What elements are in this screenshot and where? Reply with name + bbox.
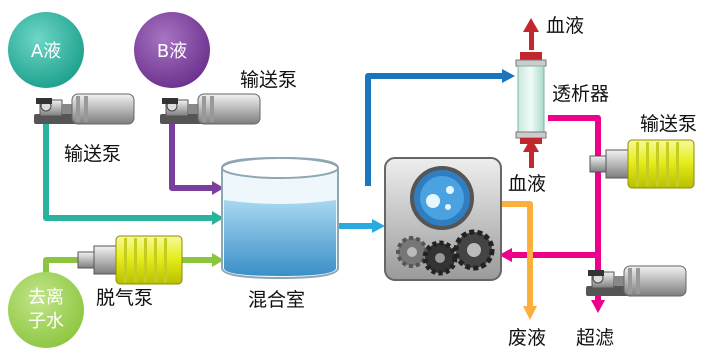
mix-out-arrow — [372, 219, 385, 233]
pump-b-label: 输送泵 — [240, 69, 297, 91]
from-dialyzer-arrow — [499, 248, 512, 262]
mixing-chamber-label: 混合室 — [248, 289, 305, 311]
dialysis-machine-icon — [384, 157, 502, 281]
b-liquid-label: B液 — [157, 41, 187, 62]
waste-liquid-label: 废液 — [508, 327, 546, 349]
from-dialyzer-line — [512, 115, 601, 300]
dialyzer-label: 透析器 — [552, 83, 609, 105]
degas-pump-label: 脱气泵 — [96, 287, 153, 309]
waste-line — [502, 201, 533, 308]
ultrafiltration-arrow — [591, 300, 605, 313]
pump-b-icon — [160, 93, 261, 125]
pump-a-label: 输送泵 — [64, 143, 121, 165]
pump-a-icon — [34, 93, 135, 125]
a-line-arrow — [212, 211, 224, 225]
b-line-arrow — [212, 181, 224, 195]
to-dialyzer-arrow — [502, 69, 515, 83]
b-liquid-source: B液 — [134, 12, 210, 88]
a-liquid-line — [43, 100, 212, 221]
right-pump-icon — [589, 139, 695, 189]
blood-in-label: 血液 — [508, 173, 546, 195]
ultrafiltration-pump-icon — [586, 265, 687, 297]
pump-right-label: 输送泵 — [640, 113, 697, 135]
a-liquid-source: A液 — [8, 12, 84, 88]
blood-in-arrow — [523, 138, 539, 168]
deionized-water-source: 去离 子水 — [8, 272, 84, 348]
deionized-water-label-line1: 去离 — [28, 287, 64, 308]
waste-arrow — [523, 306, 537, 320]
deionized-water-label-line2: 子水 — [28, 311, 64, 332]
water-line-arrow — [212, 253, 224, 267]
a-liquid-label: A液 — [31, 41, 61, 62]
degas-pump-icon — [77, 235, 183, 285]
mixing-chamber-icon — [221, 156, 339, 280]
blood-out-label: 血液 — [546, 15, 584, 37]
dialyzer-icon — [515, 52, 547, 144]
ultrafiltration-label: 超滤 — [576, 327, 614, 349]
blood-out-arrow — [523, 18, 539, 50]
to-dialyzer-line — [365, 73, 502, 186]
b-liquid-line — [169, 100, 212, 191]
